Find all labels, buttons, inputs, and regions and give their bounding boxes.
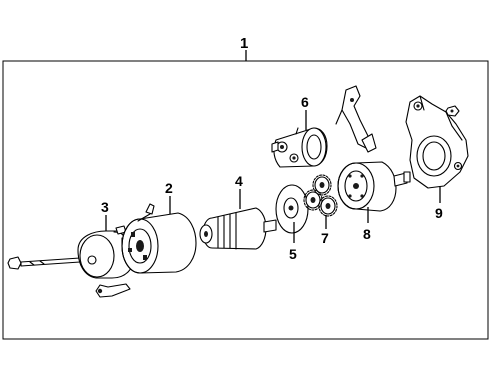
planetary-gears (303, 174, 338, 217)
callout-3: 3 (101, 199, 109, 215)
through-bolt (7, 256, 81, 270)
leader-lines (105, 110, 441, 243)
callout-2: 2 (165, 180, 173, 196)
armature (199, 207, 277, 250)
field-frame-yoke (121, 203, 197, 274)
drive-lever (335, 85, 377, 153)
assembly-frame (2, 50, 489, 340)
housing-nut (445, 105, 460, 117)
starter-solenoid (271, 127, 328, 168)
callout-9: 9 (435, 205, 443, 221)
callout-7: 7 (321, 230, 329, 246)
brush-lead-bracket (95, 283, 131, 298)
drive-end-housing (405, 95, 469, 189)
callout-4: 4 (235, 173, 243, 189)
callout-5: 5 (289, 246, 297, 262)
callout-6: 6 (301, 94, 309, 110)
callout-1: 1 (240, 35, 248, 52)
callout-8: 8 (363, 226, 371, 242)
overrunning-clutch-housing (337, 161, 411, 212)
planetary-gear-plate (275, 184, 309, 234)
